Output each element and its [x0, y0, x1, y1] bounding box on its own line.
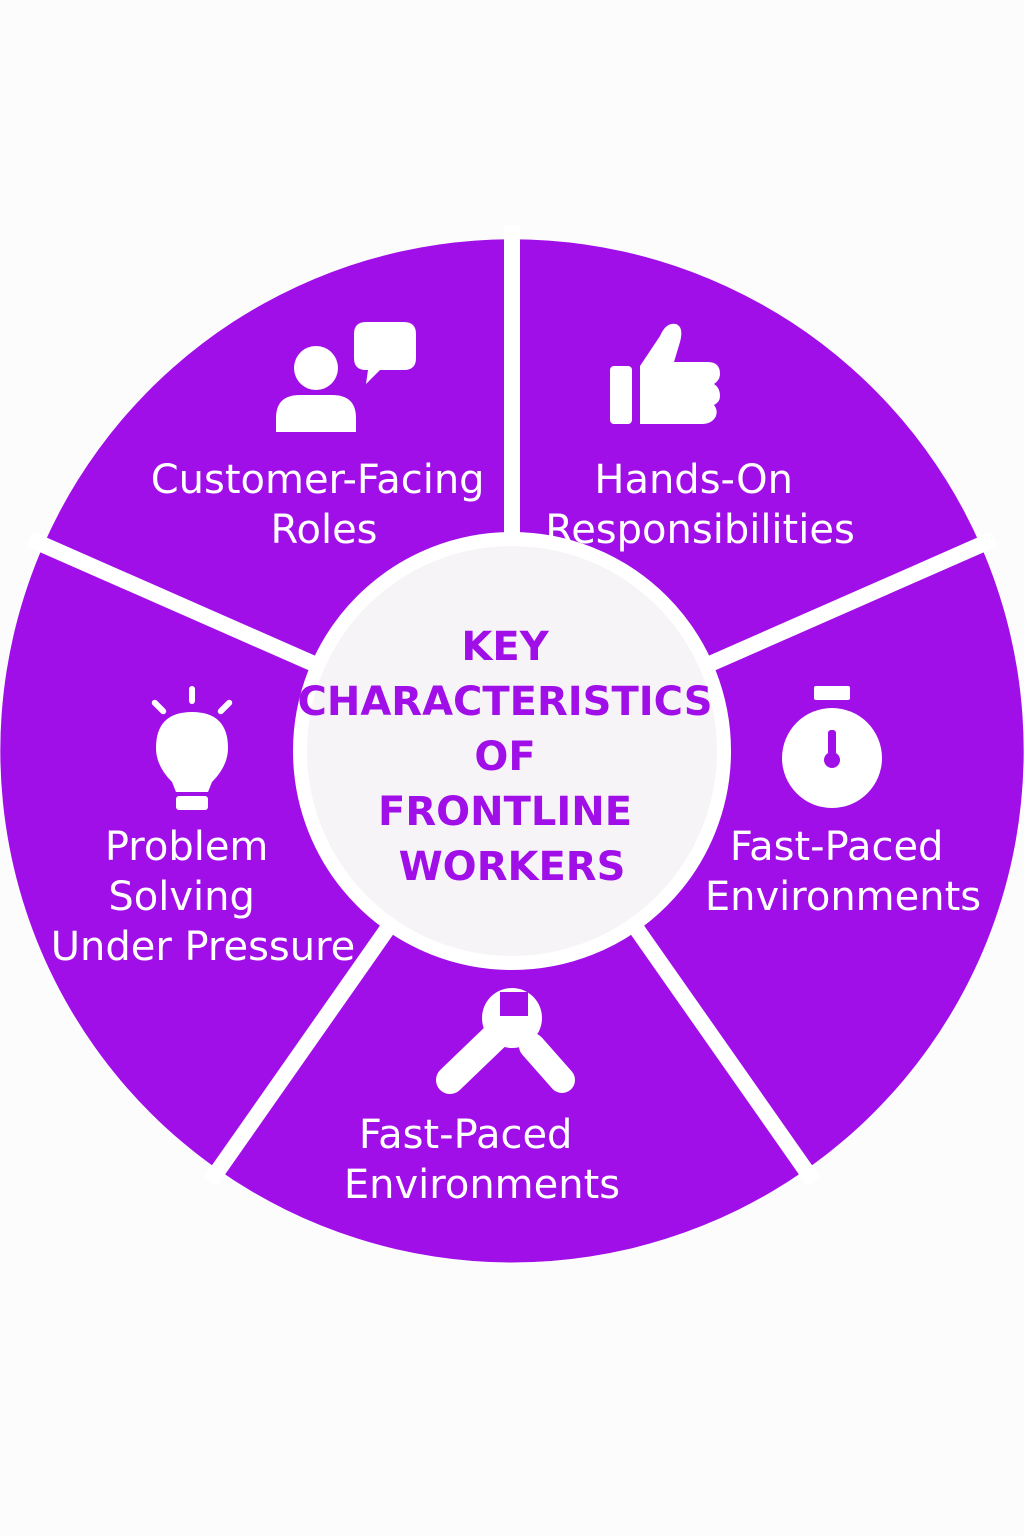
label-line: Fast-Paced: [359, 1112, 573, 1158]
center-title-line: KEY: [461, 624, 549, 670]
label-line: Roles: [270, 507, 377, 553]
label-fast-paced-environments-bottom: Fast-Paced Environments: [344, 1112, 620, 1208]
label-hands-on-responsibilities: Hands-On Responsibilities: [545, 457, 855, 553]
label-line: Responsibilities: [545, 507, 855, 553]
label-line: Problem: [105, 824, 269, 870]
label-customer-facing-roles: Customer-Facing Roles: [151, 457, 498, 553]
label-line: Hands-On: [594, 457, 793, 503]
label-fast-paced-environments-right: Fast-Paced Environments: [705, 824, 981, 920]
wrench-icon: [436, 988, 575, 1094]
center-title: KEY CHARACTERISTICS OF FRONTLINE WORKERS: [297, 624, 726, 890]
label-line: Customer-Facing: [151, 457, 485, 503]
label-line: Environments: [705, 874, 981, 920]
label-line: Solving: [108, 874, 255, 920]
center-title-line: WORKERS: [399, 844, 626, 890]
thumbs-up-icon: [610, 323, 720, 424]
person-speech-bubble-icon: [276, 322, 416, 432]
label-line: Fast-Paced: [730, 824, 944, 870]
center-circle: [293, 532, 731, 970]
label-line: Environments: [344, 1162, 620, 1208]
label-line: Under Pressure: [51, 924, 356, 970]
label-problem-solving-under-pressure: Problem Solving Under Pressure: [51, 824, 356, 970]
stopwatch-icon: [782, 686, 882, 808]
center-title-line: FRONTLINE: [378, 789, 632, 835]
lightbulb-icon: [151, 686, 233, 810]
center-title-line: CHARACTERISTICS: [297, 679, 712, 725]
center-title-line: OF: [474, 734, 535, 780]
